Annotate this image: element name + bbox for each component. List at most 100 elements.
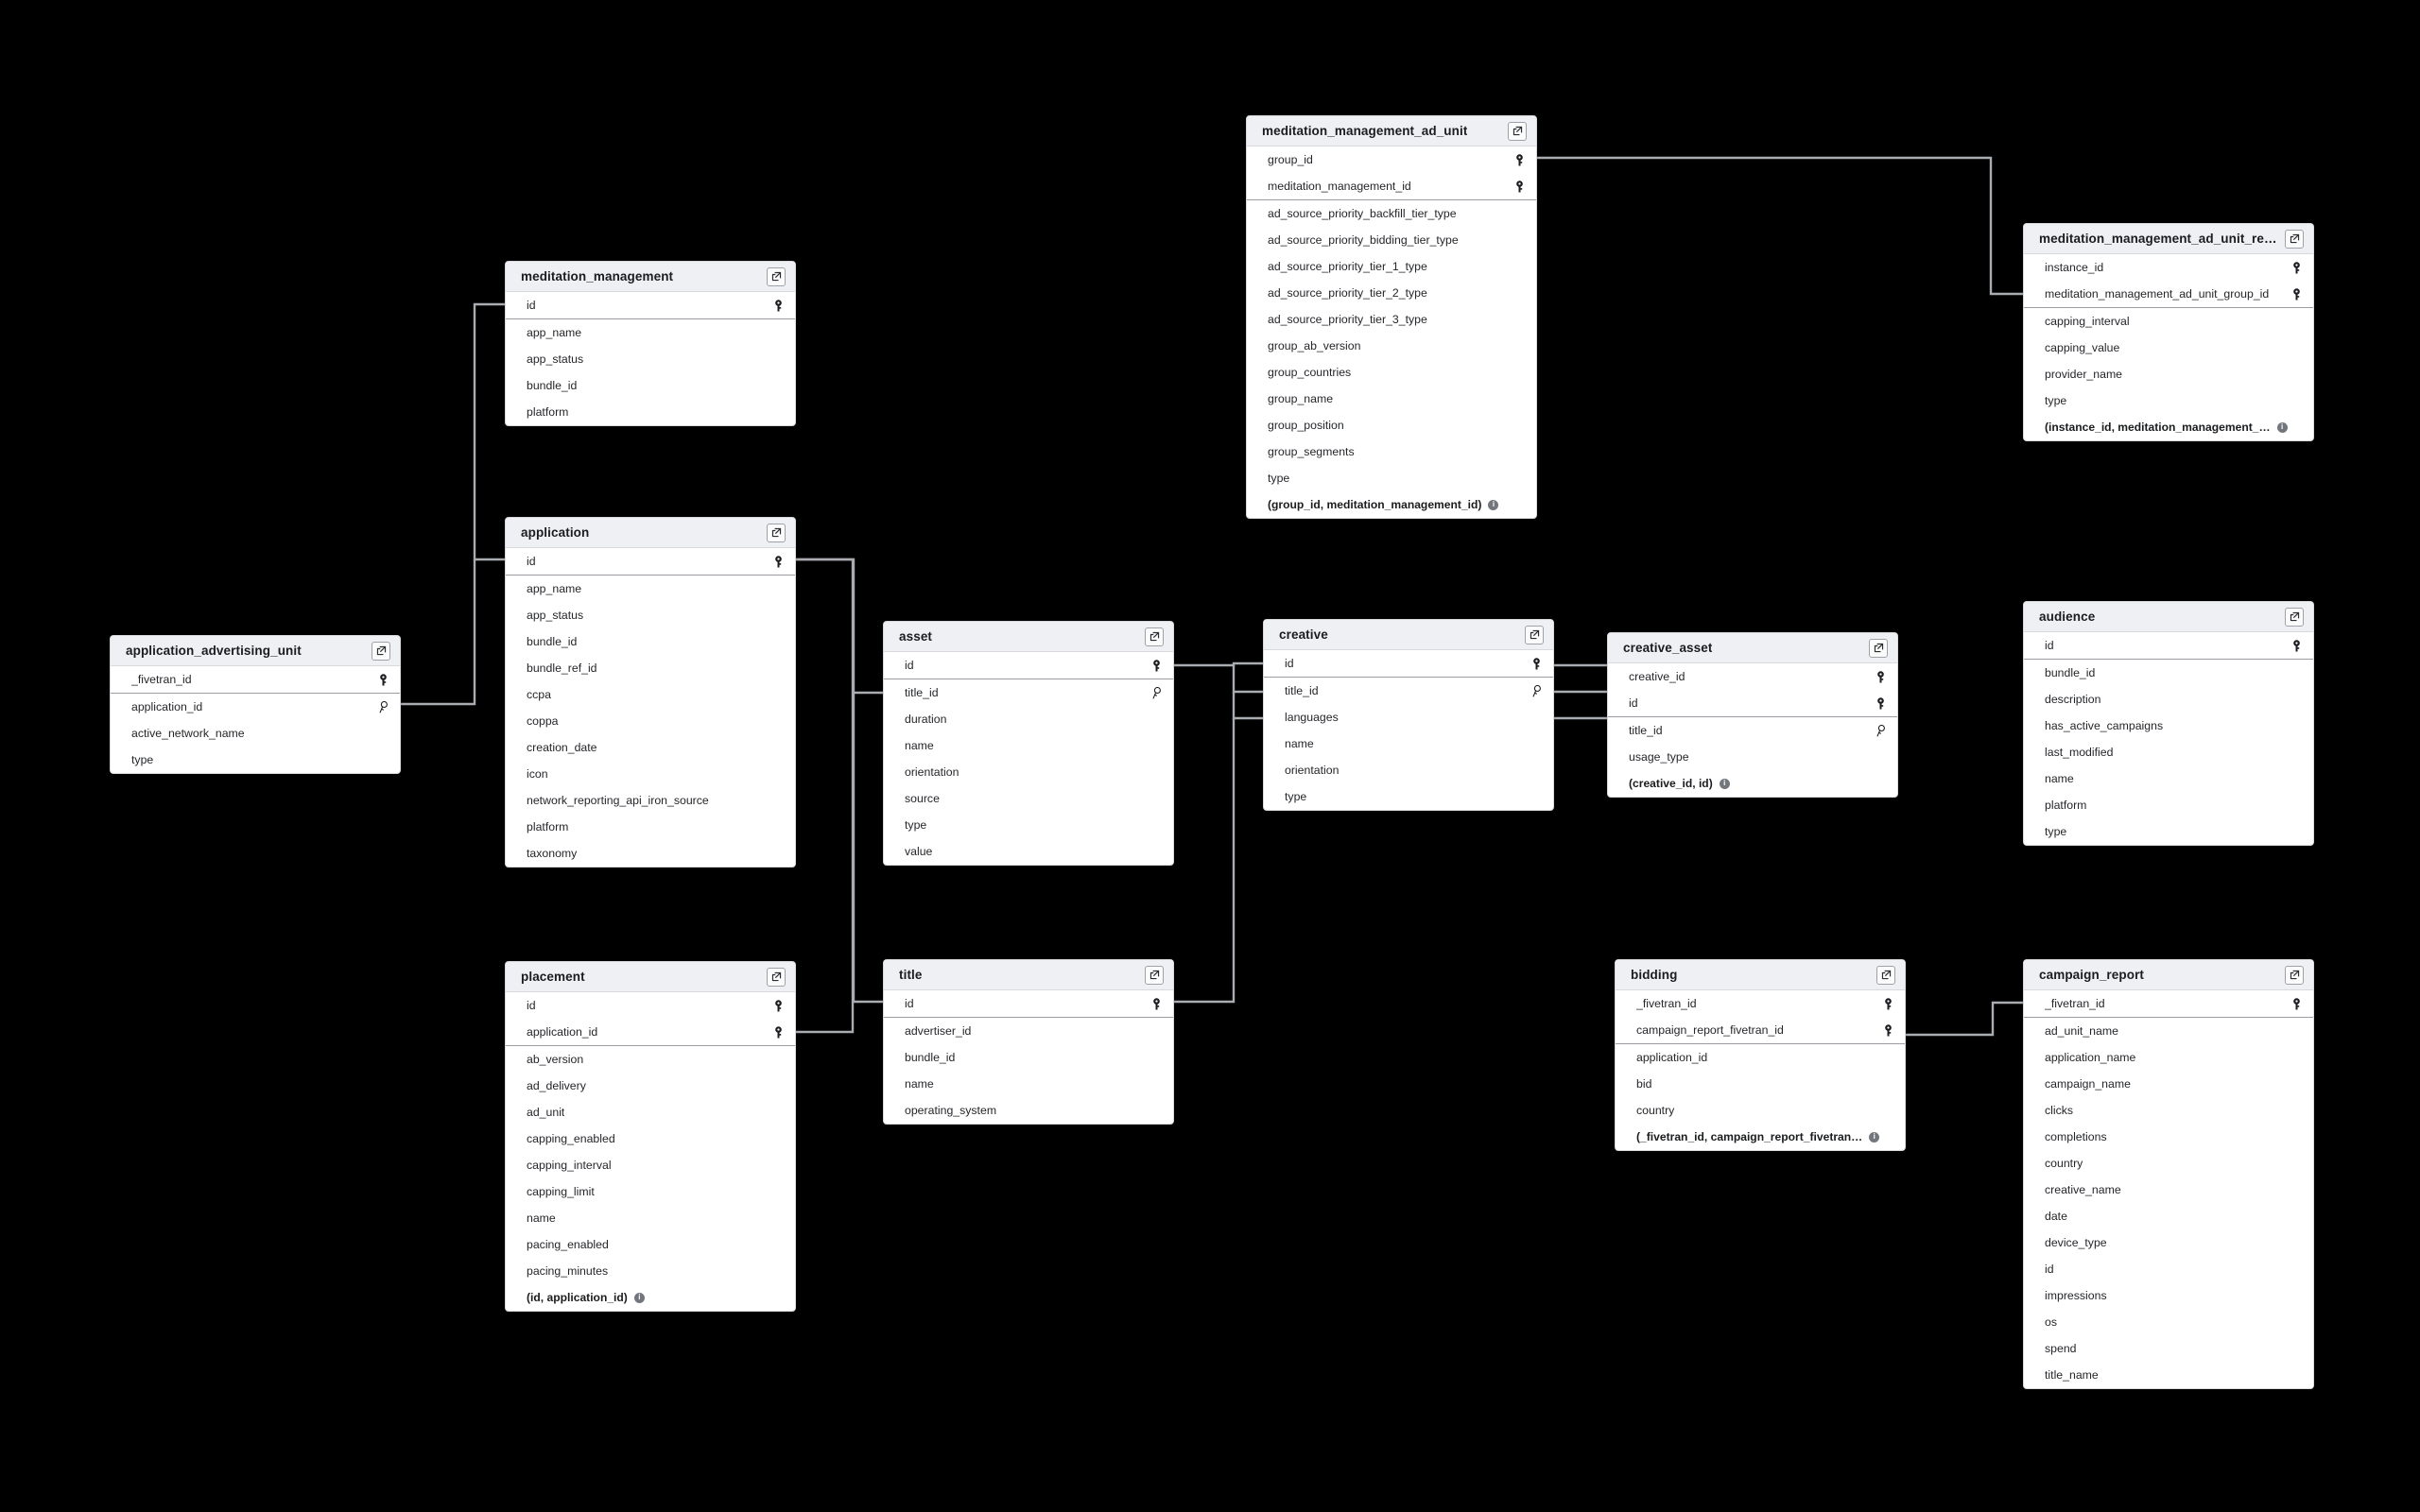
table-header-audience[interactable]: audience [2024, 602, 2313, 632]
field-row[interactable]: group_position [1247, 412, 1536, 438]
field-row[interactable]: group_id [1247, 146, 1536, 173]
field-row[interactable]: ad_delivery [506, 1073, 795, 1099]
table-header-application[interactable]: application [506, 518, 795, 548]
field-row[interactable]: group_segments [1247, 438, 1536, 465]
field-row[interactable]: ad_unit_name [2024, 1018, 2313, 1044]
field-row[interactable]: type [1247, 465, 1536, 491]
field-row[interactable]: bundle_id [884, 1044, 1173, 1071]
field-row[interactable]: last_modified [2024, 739, 2313, 765]
field-row[interactable]: platform [2024, 792, 2313, 818]
field-row[interactable]: group_ab_version [1247, 333, 1536, 359]
external-link-icon[interactable] [1145, 965, 1164, 985]
external-link-icon[interactable] [1508, 121, 1527, 141]
info-icon[interactable]: i [2276, 421, 2288, 433]
table-header-application_advertising_unit[interactable]: application_advertising_unit [111, 636, 400, 666]
external-link-icon[interactable] [1145, 627, 1164, 646]
field-row[interactable]: operating_system [884, 1097, 1173, 1124]
field-row[interactable]: title_id [884, 679, 1173, 706]
field-row[interactable]: ad_source_priority_tier_3_type [1247, 306, 1536, 333]
field-row[interactable]: ad_source_priority_tier_1_type [1247, 253, 1536, 280]
table-header-campaign_report[interactable]: campaign_report [2024, 960, 2313, 990]
field-row[interactable]: orientation [1264, 757, 1553, 783]
table-header-bidding[interactable]: bidding [1616, 960, 1905, 990]
field-row[interactable]: type [2024, 387, 2313, 414]
field-row[interactable]: provider_name [2024, 361, 2313, 387]
field-row[interactable]: platform [506, 399, 795, 425]
external-link-icon[interactable] [2285, 607, 2304, 627]
info-icon[interactable]: i [1719, 778, 1730, 789]
field-row[interactable]: capping_limit [506, 1178, 795, 1205]
field-row[interactable]: campaign_name [2024, 1071, 2313, 1097]
field-row[interactable]: impressions [2024, 1282, 2313, 1309]
field-row[interactable]: id [2024, 1256, 2313, 1282]
field-row[interactable]: pacing_enabled [506, 1231, 795, 1258]
field-row[interactable]: usage_type [1608, 744, 1897, 770]
field-row[interactable]: name [884, 1071, 1173, 1097]
field-row[interactable]: pacing_minutes [506, 1258, 795, 1284]
field-row[interactable]: app_name [506, 319, 795, 346]
field-row[interactable]: ab_version [506, 1046, 795, 1073]
field-row[interactable]: taxonomy [506, 840, 795, 867]
field-row[interactable]: orientation [884, 759, 1173, 785]
external-link-icon[interactable] [767, 523, 786, 542]
field-row[interactable]: spend [2024, 1335, 2313, 1362]
field-row[interactable]: languages [1264, 704, 1553, 730]
table-header-creative[interactable]: creative [1264, 620, 1553, 650]
field-row[interactable]: country [1616, 1097, 1905, 1124]
field-row[interactable]: ad_source_priority_tier_2_type [1247, 280, 1536, 306]
table-header-creative_asset[interactable]: creative_asset [1608, 633, 1897, 663]
field-row[interactable]: type [111, 747, 400, 773]
field-row[interactable]: bundle_id [506, 628, 795, 655]
table-header-meditation_management[interactable]: meditation_management [506, 262, 795, 292]
field-row[interactable]: ad_unit [506, 1099, 795, 1125]
field-row[interactable]: meditation_management_ad_unit_group_id [2024, 281, 2313, 307]
table-header-meditation_management_ad_unit_rew[interactable]: meditation_management_ad_unit_rew… [2024, 224, 2313, 254]
field-row[interactable]: bundle_id [506, 372, 795, 399]
field-row[interactable]: id [2024, 632, 2313, 659]
field-row[interactable]: name [506, 1205, 795, 1231]
field-row[interactable]: network_reporting_api_iron_source [506, 787, 795, 814]
field-row[interactable]: group_name [1247, 386, 1536, 412]
field-row[interactable]: duration [884, 706, 1173, 732]
field-row[interactable]: os [2024, 1309, 2313, 1335]
table-header-placement[interactable]: placement [506, 962, 795, 992]
field-row[interactable]: title_name [2024, 1362, 2313, 1388]
info-icon[interactable]: i [1869, 1131, 1880, 1143]
field-row[interactable]: title_id [1608, 717, 1897, 744]
field-row[interactable]: _fivetran_id [1616, 990, 1905, 1017]
field-row[interactable]: capping_enabled [506, 1125, 795, 1152]
field-row[interactable]: type [2024, 818, 2313, 845]
field-row[interactable]: bundle_id [2024, 660, 2313, 686]
table-header-asset[interactable]: asset [884, 622, 1173, 652]
field-row[interactable]: bundle_ref_id [506, 655, 795, 681]
field-row[interactable]: meditation_management_id [1247, 173, 1536, 199]
field-row[interactable]: app_status [506, 602, 795, 628]
field-row[interactable]: has_active_campaigns [2024, 713, 2313, 739]
field-row[interactable]: ad_source_priority_backfill_tier_type [1247, 200, 1536, 227]
field-row[interactable]: id [884, 652, 1173, 679]
field-row[interactable]: bid [1616, 1071, 1905, 1097]
external-link-icon[interactable] [1525, 625, 1544, 644]
info-icon[interactable]: i [633, 1292, 645, 1303]
field-row[interactable]: app_status [506, 346, 795, 372]
external-link-icon[interactable] [2285, 965, 2304, 985]
field-row[interactable]: application_id [111, 694, 400, 720]
field-row[interactable]: _fivetran_id [2024, 990, 2313, 1017]
field-row[interactable]: instance_id [2024, 254, 2313, 281]
field-row[interactable]: id [506, 548, 795, 575]
field-row[interactable]: platform [506, 814, 795, 840]
field-row[interactable]: title_id [1264, 678, 1553, 704]
field-row[interactable]: ad_source_priority_bidding_tier_type [1247, 227, 1536, 253]
field-row[interactable]: icon [506, 761, 795, 787]
field-row[interactable]: name [884, 732, 1173, 759]
